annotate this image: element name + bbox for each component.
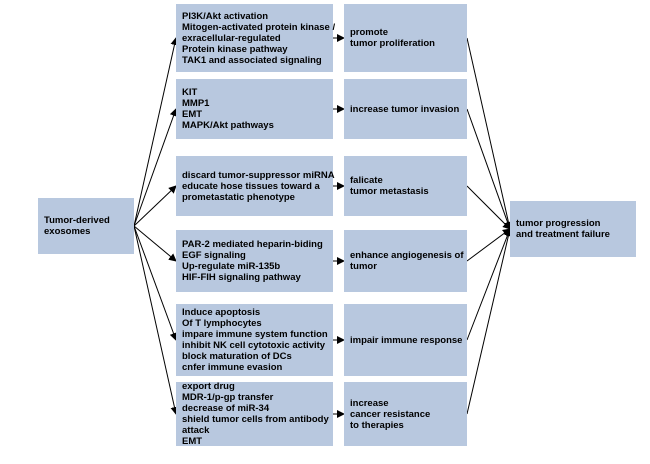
- mechanism-line: EMT: [182, 436, 203, 447]
- mechanism-line: attack: [182, 425, 210, 436]
- target-box-tumor-progression: tumor progression and treatment failure: [510, 201, 636, 257]
- mechanism-line: MDR-1/p-gp transfer: [182, 392, 274, 403]
- outcome-line: to therapies: [350, 419, 404, 431]
- outcome-line: cancer resistance: [350, 408, 431, 420]
- mechanism-box-proliferation: PI3K/Akt activation Mitogen-activated pr…: [176, 4, 336, 72]
- mechanism-line: prometastatic phenotype: [182, 191, 295, 203]
- outcome-line: enhance angiogenesis of: [350, 250, 464, 261]
- source-line: exosomes: [44, 226, 91, 237]
- mechanism-line: KIT: [182, 87, 198, 98]
- outcome-box-resistance: increase cancer resistance to therapies: [344, 382, 467, 446]
- outcome-line: increase: [350, 397, 389, 409]
- outcome-line: tumor metastasis: [350, 186, 429, 197]
- arrow-outcome-to-target: [466, 108, 512, 230]
- mechanism-line: HIF-FIH signaling pathway: [182, 272, 301, 283]
- mechanism-line: TAK1 and associated signaling: [182, 54, 322, 66]
- arrow-outcome-to-target: [466, 228, 513, 415]
- outcome-box-proliferation: promote tumor proliferation: [344, 4, 467, 72]
- source-box-tumor-derived-exosomes: Tumor-derived exosomes: [38, 198, 134, 254]
- mechanism-line: impare immune system function: [182, 329, 328, 340]
- mechanism-box-invasion: KIT MMP1 EMT MAPK/Akt pathways: [176, 79, 333, 139]
- mechanism-box-metastasis: discard tumor-suppressor miRNA educate h…: [176, 156, 335, 216]
- target-line: and treatment failure: [516, 229, 610, 240]
- arrow-source-to-mechanism: [133, 225, 179, 415]
- mechanism-line: inhibit NK cell cytotoxic activity: [182, 340, 326, 351]
- outcome-line: impair immune response: [350, 334, 463, 346]
- mechanism-line: MMP1: [182, 98, 210, 109]
- mechanism-line: Mitogen-activated protein kinase /: [182, 21, 336, 33]
- outcome-line: promote: [350, 27, 388, 38]
- mechanism-line: Induce apoptosis: [182, 307, 261, 318]
- mechanism-line: shield tumor cells from antibody: [182, 414, 329, 425]
- outcome-box-angiogenesis: enhance angiogenesis of tumor: [344, 230, 467, 292]
- outcome-line: tumor: [350, 261, 377, 272]
- outcome-box-metastasis: falicate tumor metastasis: [344, 156, 467, 216]
- arrow-source-to-mechanism: [133, 108, 178, 227]
- mechanism-line: exracellular-regulated: [182, 32, 281, 44]
- outcome-line: increase tumor invasion: [350, 103, 460, 115]
- arrow-outcome-to-target: [466, 37, 513, 230]
- mechanism-line: Protein kinase pathway: [182, 43, 288, 55]
- mechanism-box-angiogenesis: PAR-2 mediated heparin-biding EGF signal…: [176, 230, 333, 292]
- arrow-outcome-to-target: [466, 228, 511, 262]
- arrow-source-to-mechanism: [133, 225, 178, 341]
- mechanism-line: EGF signaling: [182, 250, 246, 261]
- outcome-box-immune: impair immune response: [344, 304, 467, 376]
- outcome-line: tumor proliferation: [350, 38, 435, 49]
- source-line: Tumor-derived: [44, 215, 110, 226]
- mechanism-line: Up-regulate miR-135b: [182, 261, 281, 272]
- mechanism-line: educate hose tissues toward a: [182, 180, 320, 192]
- connector-arrows: [133, 34, 513, 418]
- arrow-source-to-mechanism: [133, 185, 177, 227]
- mechanism-line: MAPK/Akt pathways: [182, 120, 274, 131]
- arrow-outcome-to-target: [466, 228, 512, 341]
- target-line: tumor progression: [516, 218, 601, 229]
- mechanism-box-immune: Induce apoptosis Of T lymphocytes impare…: [176, 304, 333, 376]
- mechanism-line: export drug: [182, 381, 235, 392]
- mechanism-line: Of T lymphocytes: [182, 318, 262, 329]
- mechanism-line: discard tumor-suppressor miRNA: [182, 169, 335, 181]
- outcome-line: falicate: [350, 175, 383, 186]
- mechanism-line: decrease of miR-34: [182, 403, 270, 414]
- mechanism-line: PI3K/Akt activation: [182, 10, 269, 22]
- arrow-source-to-mechanism: [133, 37, 179, 227]
- arrow-outcome-to-target: [466, 185, 511, 230]
- arrow-source-to-mechanism: [133, 225, 177, 262]
- mechanism-line: cnfer immune evasion: [182, 362, 283, 373]
- outcome-box-invasion: increase tumor invasion: [344, 79, 467, 139]
- mechanism-line: block maturation of DCs: [182, 351, 292, 362]
- mechanism-line: PAR-2 mediated heparin-biding: [182, 239, 323, 250]
- mechanism-box-resistance: export drug MDR-1/p-gp transfer decrease…: [176, 381, 333, 447]
- mechanism-line: EMT: [182, 109, 203, 120]
